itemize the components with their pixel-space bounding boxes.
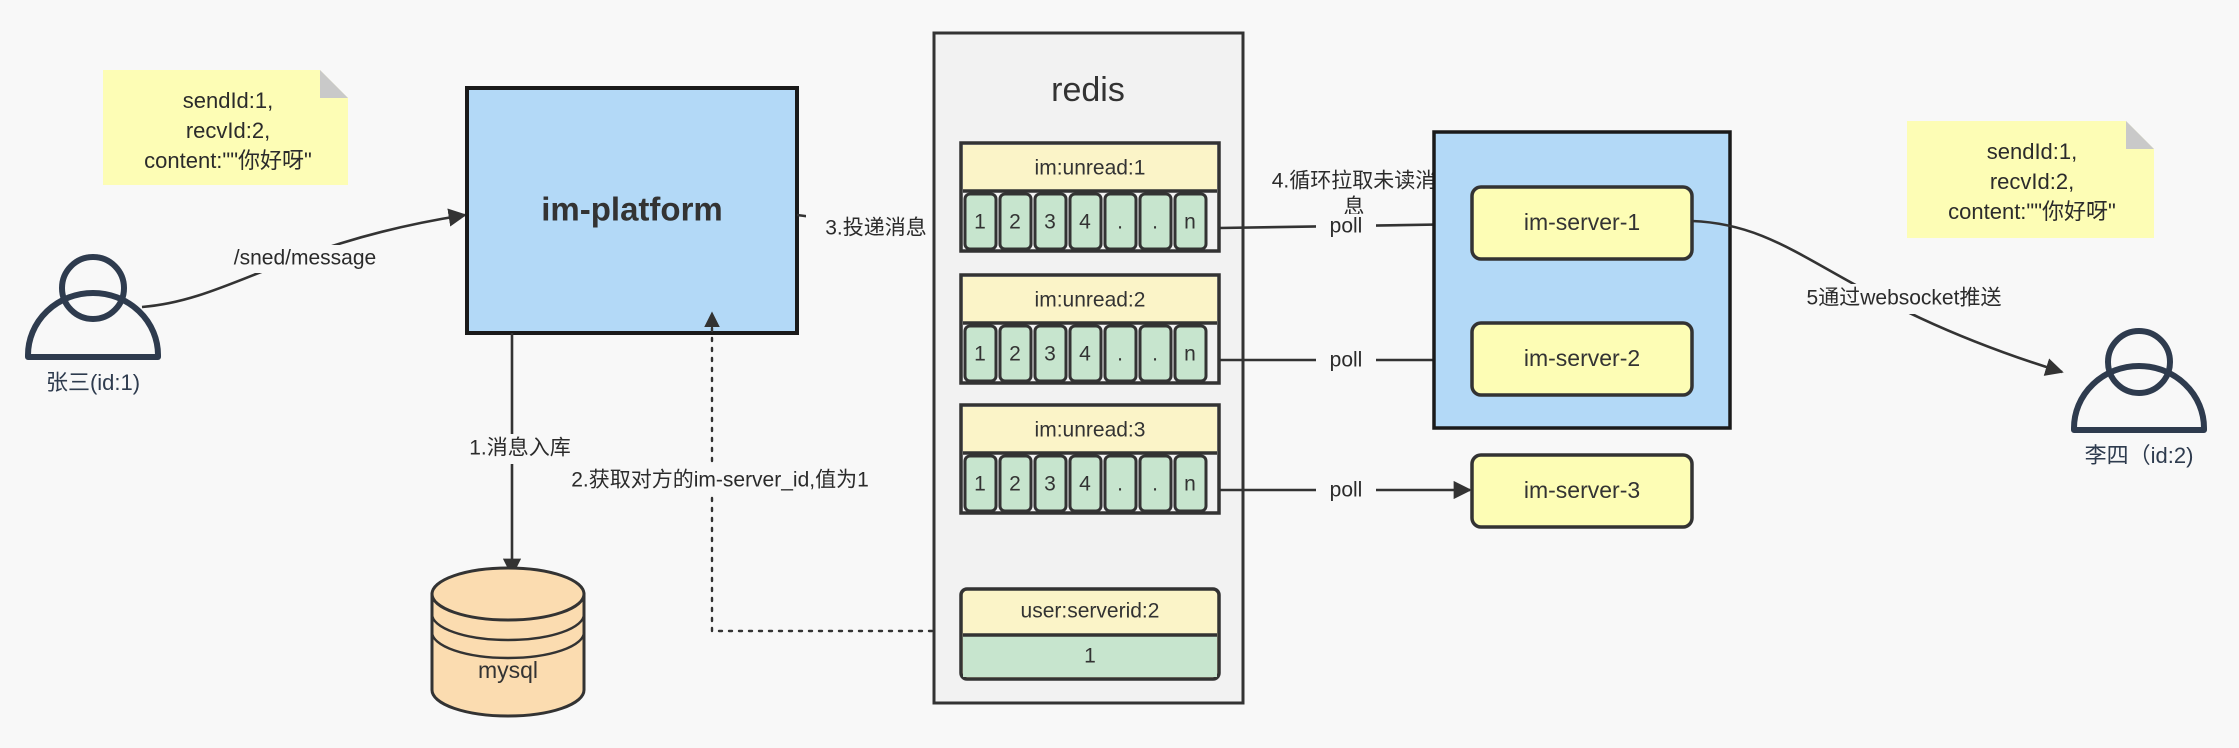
note-left-line-3: content:""你好呀" [144,148,312,173]
note-left-line-2: recvId:2, [186,118,270,143]
note-left-line-1: sendId:1, [183,88,274,113]
redis-queue-3-key: im:unread:3 [1035,419,1146,442]
note-right: sendId:1, recvId:2, content:""你好呀" [1907,121,2154,238]
redis-cell: 2 [1009,211,1021,234]
edge-label-step2: 2.获取对方的im-server_id,值为1 [571,469,869,492]
im-platform-label: im-platform [541,191,723,228]
edge-send-message: /sned/message [141,208,467,309]
redis-cell: . [1152,343,1158,366]
edge-label-step3: 3.投递消息 [825,217,927,240]
edge-step1: 1.消息入库 [455,333,585,577]
redis-queue-1[interactable]: im:unread:1 1 2 3 4 . . n [959,141,1221,253]
redis-cell: . [1152,211,1158,234]
redis-cell: . [1117,343,1123,366]
note-right-line-3: content:""你好呀" [1948,199,2116,224]
edge-step2: 2.获取对方的im-server_id,值为1 [571,311,964,633]
mysql-node[interactable]: mysql [430,566,586,718]
edge-label-step4-line2: 息 [1344,196,1365,219]
edge-poll-3: poll [1219,478,1472,504]
edge-label-step4-line1: 4.循环拉取未读消 [1272,170,1437,193]
redis-kv-value: 1 [1084,645,1096,668]
im-server-3-node[interactable]: im-server-3 [1470,453,1694,529]
mysql-label: mysql [478,657,538,683]
redis-cell: 3 [1044,343,1056,366]
redis-cell: 1 [974,343,986,366]
redis-queue-2[interactable]: im:unread:2 1 2 3 4 . . n [959,273,1221,385]
note-right-line-1: sendId:1, [1987,139,2078,164]
edge-label-poll-1: poll [1330,215,1363,238]
redis-cell: 4 [1079,211,1091,234]
redis-queue-3-cells: 1 2 3 4 . . n [963,454,1208,513]
redis-cell: 3 [1044,211,1056,234]
redis-cell: 2 [1009,343,1021,366]
im-platform-node[interactable]: im-platform [465,86,799,335]
redis-kv-key: user:serverid:2 [1021,600,1160,623]
actor-receiver-caption: 李四（id:2) [2085,443,2194,468]
edge-step3: 3.投递消息 [796,213,957,244]
redis-cell: n [1184,473,1196,496]
edge-label-poll-3: poll [1330,479,1363,502]
actor-sender-caption: 张三(id:1) [46,370,140,395]
redis-cell: 4 [1079,473,1091,496]
redis-cell: . [1117,473,1123,496]
im-server-3-label: im-server-3 [1524,477,1640,503]
redis-queue-1-cells: 1 2 3 4 . . n [963,192,1208,251]
im-server-cluster: im-server-1 im-server-2 [1432,130,1732,430]
im-server-2-label: im-server-2 [1524,345,1640,371]
actor-sender: 张三(id:1) [25,254,161,395]
actor-receiver: 李四（id:2) [2071,328,2207,468]
edge-label-send-message: /sned/message [234,247,376,270]
redis-cell: 2 [1009,473,1021,496]
edge-step5: 5通过websocket推送 [1691,219,2064,376]
edge-poll-2: poll [1219,348,1472,374]
im-server-1-node[interactable]: im-server-1 [1470,185,1694,261]
redis-label: redis [1051,71,1125,109]
redis-queue-2-key: im:unread:2 [1035,289,1146,312]
edge-label-step5: 5通过websocket推送 [1807,287,2002,310]
note-right-line-2: recvId:2, [1990,169,2074,194]
redis-queue-1-key: im:unread:1 [1035,157,1146,180]
edge-label-step1: 1.消息入库 [469,437,571,460]
note-left: sendId:1, recvId:2, content:""你好呀" [103,70,348,185]
redis-cell: 1 [974,211,986,234]
im-server-1-label: im-server-1 [1524,209,1640,235]
redis-queue-2-cells: 1 2 3 4 . . n [963,324,1208,383]
redis-cell: 3 [1044,473,1056,496]
redis-kv[interactable]: user:serverid:2 1 [959,587,1221,681]
redis-queue-3[interactable]: im:unread:3 1 2 3 4 . . n [959,403,1221,515]
redis-cell: 4 [1079,343,1091,366]
redis-cell: . [1117,211,1123,234]
redis-cell: . [1152,473,1158,496]
edge-poll-1: 4.循环拉取未读消 息 poll [1218,165,1472,240]
redis-cell: 1 [974,473,986,496]
redis-cell: n [1184,343,1196,366]
im-server-2-node[interactable]: im-server-2 [1470,321,1694,397]
edge-label-poll-2: poll [1330,349,1363,372]
redis-cell: n [1184,211,1196,234]
